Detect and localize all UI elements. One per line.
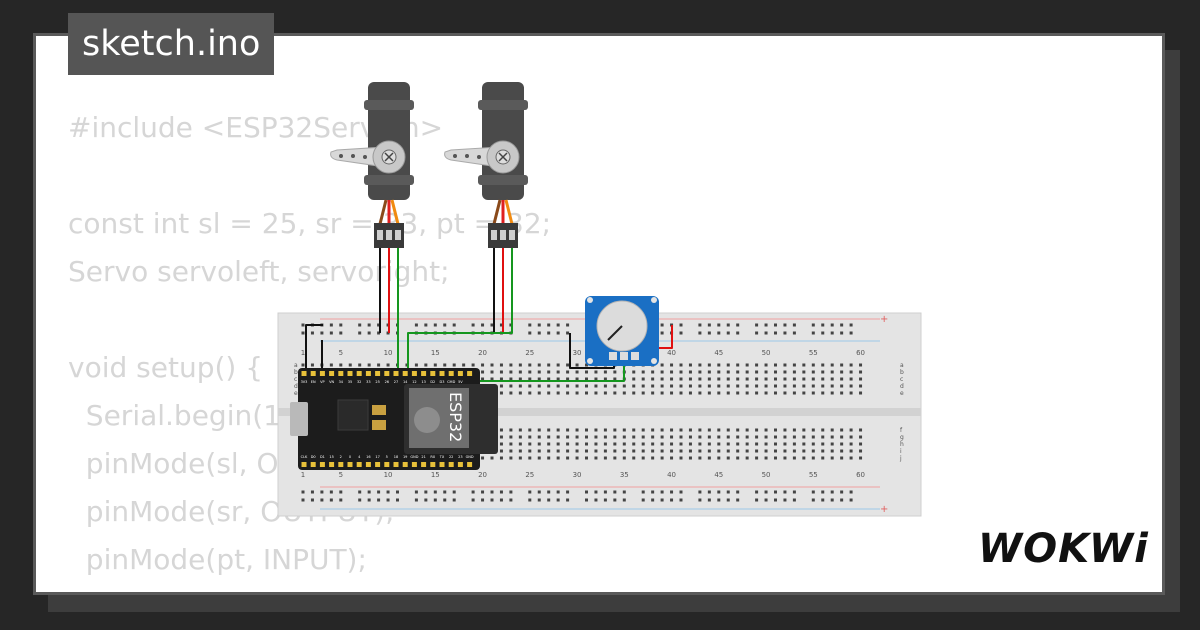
column-label: 60	[856, 471, 865, 479]
esp32-pin-label: 27	[394, 380, 398, 384]
row-label: d	[294, 383, 298, 390]
esp32-pin-label: 35	[348, 380, 352, 384]
row-label: b	[900, 369, 904, 376]
rail-plus-bottom: +	[880, 504, 888, 515]
esp32-pin-label: D2	[430, 380, 435, 384]
esp32-pin-label: 23	[458, 455, 462, 459]
column-label: 60	[856, 349, 865, 357]
esp32-pin-label: 0	[349, 455, 351, 459]
esp32-label: ESP32	[446, 392, 465, 442]
code-line: pinMode(pt, INPUT);	[68, 543, 367, 576]
sketch-file-tab: sketch.ino	[68, 13, 275, 75]
row-label: a	[900, 362, 904, 369]
row-label: h	[900, 441, 904, 448]
potentiometer	[585, 296, 659, 366]
esp32-pin-label: 3V3	[301, 380, 308, 384]
servo-left	[330, 82, 414, 248]
esp32-pin-label: 13	[421, 380, 425, 384]
column-label: 5	[339, 471, 343, 479]
esp32-pin-label: VP	[320, 380, 325, 384]
esp32-pin-label: 19	[403, 455, 407, 459]
row-label: c	[294, 376, 297, 383]
esp32-pin-label: 21	[421, 455, 425, 459]
esp32-pin-label: D3	[440, 380, 445, 384]
column-label: 20	[478, 349, 487, 357]
row-label: i	[900, 448, 902, 455]
column-label: 25	[525, 471, 534, 479]
column-label: 1	[301, 471, 305, 479]
wire-right-servo-signal	[407, 248, 513, 372]
row-label: d	[900, 383, 904, 390]
wokwi-logo: WOKWi	[978, 526, 1149, 572]
column-label: 15	[431, 349, 440, 357]
esp32-pin-label: 15	[329, 455, 333, 459]
esp32-pin-label: 12	[412, 380, 416, 384]
esp32-pin-label: 16	[366, 455, 370, 459]
column-label: 15	[431, 471, 440, 479]
wire-pot-signal	[480, 360, 625, 382]
column-labels: 1155101015152020252530303535404045455050…	[301, 349, 865, 479]
esp32-pin-label: 34	[339, 380, 344, 384]
esp32-pin-label: 32	[357, 380, 361, 384]
column-label: 50	[762, 471, 771, 479]
column-label: 10	[384, 471, 393, 479]
esp32-pin-label: GND	[466, 455, 474, 459]
column-label: 1	[301, 349, 305, 357]
row-label: g	[900, 434, 904, 441]
esp32-pin-label: 14	[403, 380, 408, 384]
esp32-pin-label: GND	[410, 455, 418, 459]
column-label: 5	[339, 349, 343, 357]
esp32-pin-label: RX	[430, 455, 435, 459]
row-label: j	[899, 455, 902, 462]
row-label: a	[294, 362, 298, 369]
row-label: f	[900, 427, 903, 434]
esp32-pin-label: D1	[320, 455, 325, 459]
column-label: 40	[667, 349, 676, 357]
esp32-pin-label: 26	[385, 380, 389, 384]
column-label: 55	[809, 471, 818, 479]
esp32-pin-label: 18	[394, 455, 398, 459]
wire-esp-gnd	[305, 324, 323, 372]
esp32-pin-label: VN	[329, 380, 334, 384]
row-label: c	[900, 376, 903, 383]
row-label: e	[900, 390, 904, 397]
column-label: 25	[525, 349, 534, 357]
esp32-pin-label: 2	[340, 455, 342, 459]
column-label: 40	[667, 471, 676, 479]
code-line: Servo servoleft, servoright;	[68, 255, 450, 288]
esp32-pin-label: EN	[311, 380, 316, 384]
column-label: 30	[573, 349, 582, 357]
esp32-pin-label: 4	[358, 455, 361, 459]
servos	[330, 82, 528, 248]
esp32-pin-label: 5V	[458, 380, 463, 384]
breadboard-holes	[301, 323, 863, 502]
column-label: 10	[384, 349, 393, 357]
row-label: e	[294, 390, 298, 397]
column-label: 35	[620, 471, 629, 479]
column-label: 55	[809, 349, 818, 357]
servo-right	[444, 82, 528, 248]
column-label: 45	[714, 349, 723, 357]
esp32-pin-label: 17	[375, 455, 379, 459]
column-label: 30	[573, 471, 582, 479]
row-label: b	[294, 369, 298, 376]
esp32-pin-label: 22	[449, 455, 453, 459]
rail-plus-top: +	[880, 314, 888, 325]
esp32-pin-label: 33	[366, 380, 370, 384]
esp32-pin-label: CMD	[447, 380, 455, 384]
column-label: 50	[762, 349, 771, 357]
esp32-pin-label: D0	[311, 455, 316, 459]
column-label: 20	[478, 471, 487, 479]
usb-port	[290, 402, 308, 436]
code-line: void setup() {	[68, 351, 264, 384]
esp32-pin-label: TX	[439, 455, 445, 459]
esp32-pin-label: CLK	[301, 455, 308, 459]
column-label: 45	[714, 471, 723, 479]
esp32-pin-label: 5	[386, 455, 388, 459]
esp32-pin-label: 25	[375, 380, 379, 384]
